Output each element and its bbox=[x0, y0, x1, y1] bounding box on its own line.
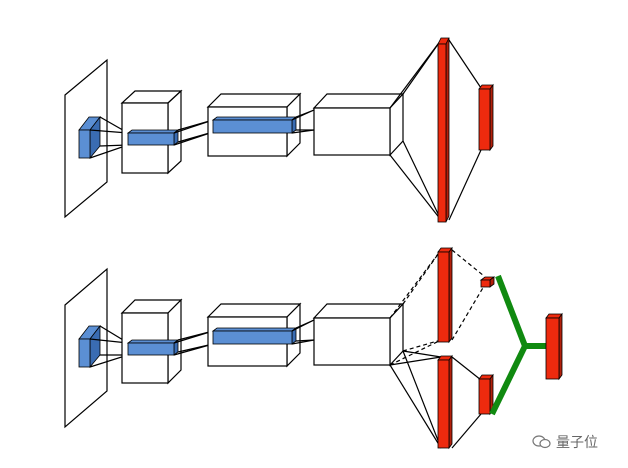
bottom-projection-lines-2 bbox=[173, 330, 214, 356]
watermark-text: 量子位 bbox=[556, 435, 598, 451]
bottom-solid-connection-lines bbox=[389, 350, 482, 449]
bottom-network bbox=[64, 246, 563, 450]
top-fc-connection-lines bbox=[389, 39, 482, 221]
bottom-filter-bar-1 bbox=[126, 339, 180, 356]
green-merge-connector bbox=[489, 274, 548, 416]
bottom-final-output-bar bbox=[545, 312, 563, 381]
bottom-conv-volume-3 bbox=[312, 302, 405, 367]
bottom-upper-fc-bar bbox=[437, 246, 453, 344]
bottom-input-receptive-field bbox=[78, 324, 101, 369]
top-filter-bar-1 bbox=[126, 129, 180, 146]
bottom-lower-output-bar bbox=[478, 373, 494, 416]
top-fc-layer-bar bbox=[437, 37, 450, 223]
watermark: 量子位 bbox=[532, 432, 598, 452]
bottom-dashed-connection-lines bbox=[389, 249, 485, 366]
top-conv-volume-3 bbox=[312, 92, 405, 157]
bottom-projection-lines-3 bbox=[291, 319, 315, 345]
top-projection-lines-3 bbox=[291, 109, 315, 134]
top-network bbox=[64, 37, 494, 223]
wechat-bubble-icon bbox=[532, 435, 551, 449]
bottom-filter-bar-2 bbox=[211, 327, 298, 345]
top-output-bar bbox=[478, 83, 494, 152]
bottom-small-output-cube bbox=[479, 276, 496, 288]
top-filter-bar-2 bbox=[211, 116, 298, 134]
bottom-lower-fc-bar bbox=[437, 354, 453, 450]
top-projection-lines-2 bbox=[173, 119, 214, 146]
top-input-receptive-field bbox=[78, 115, 101, 160]
